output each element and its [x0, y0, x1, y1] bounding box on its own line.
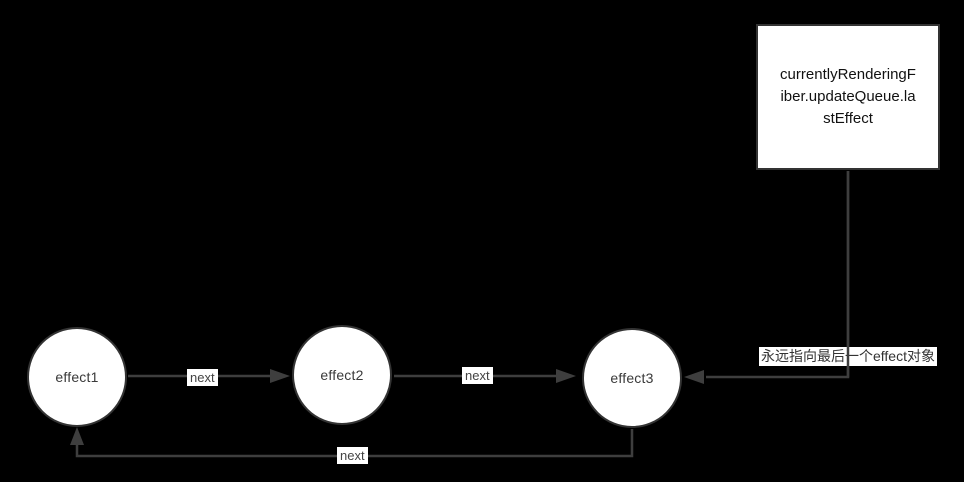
edge-label-next-1: next	[187, 369, 218, 386]
arrow-loop-head	[70, 427, 84, 445]
arrow-next-2-head	[556, 369, 576, 383]
pointer-box-text-line3: stEffect	[823, 110, 873, 127]
node-effect3-label: effect3	[610, 370, 654, 386]
node-effect3: effect3	[582, 328, 682, 428]
arrow-next-1-head	[270, 369, 290, 383]
node-effect2-label: effect2	[320, 367, 364, 383]
node-effect1-label: effect1	[55, 369, 99, 385]
pointer-box-text-line2: iber.updateQueue.la	[780, 88, 916, 105]
last-effect-pointer-box: currentlyRenderingF iber.updateQueue.la …	[756, 24, 940, 170]
arrow-lasteffect-head	[684, 370, 704, 384]
pointer-box-text-line1: currentlyRenderingF	[780, 66, 916, 83]
edge-label-next-3: next	[337, 447, 368, 464]
node-effect2: effect2	[292, 325, 392, 425]
edge-label-next-2: next	[462, 367, 493, 384]
node-effect1: effect1	[27, 327, 127, 427]
